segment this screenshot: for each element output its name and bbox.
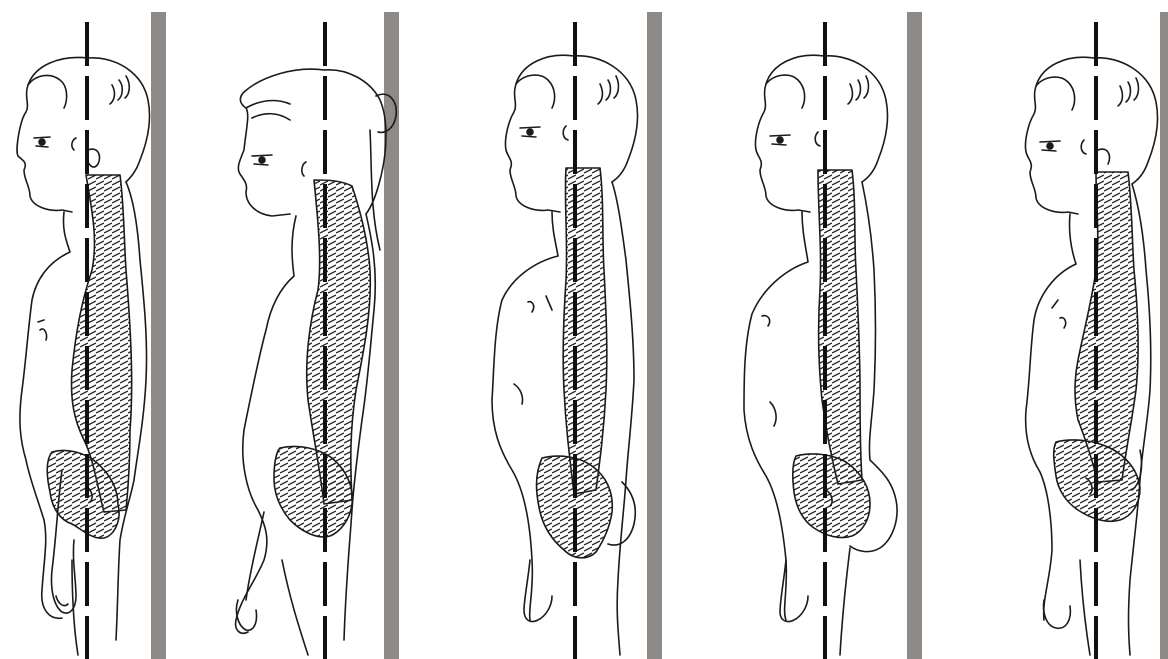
panel-divider: [1160, 12, 1168, 659]
spine-column-icon: [1075, 172, 1138, 482]
panel-divider: [151, 12, 166, 659]
panel-divider: [647, 12, 662, 659]
panel-divider: [907, 12, 922, 659]
posture-figure-4: [744, 55, 897, 655]
posture-figure-5: [1025, 57, 1157, 655]
posture-figure-1: [17, 57, 149, 655]
posture-figure-3: [492, 55, 638, 655]
posture-figure-2: [236, 69, 397, 655]
spine-column-icon: [563, 168, 607, 494]
